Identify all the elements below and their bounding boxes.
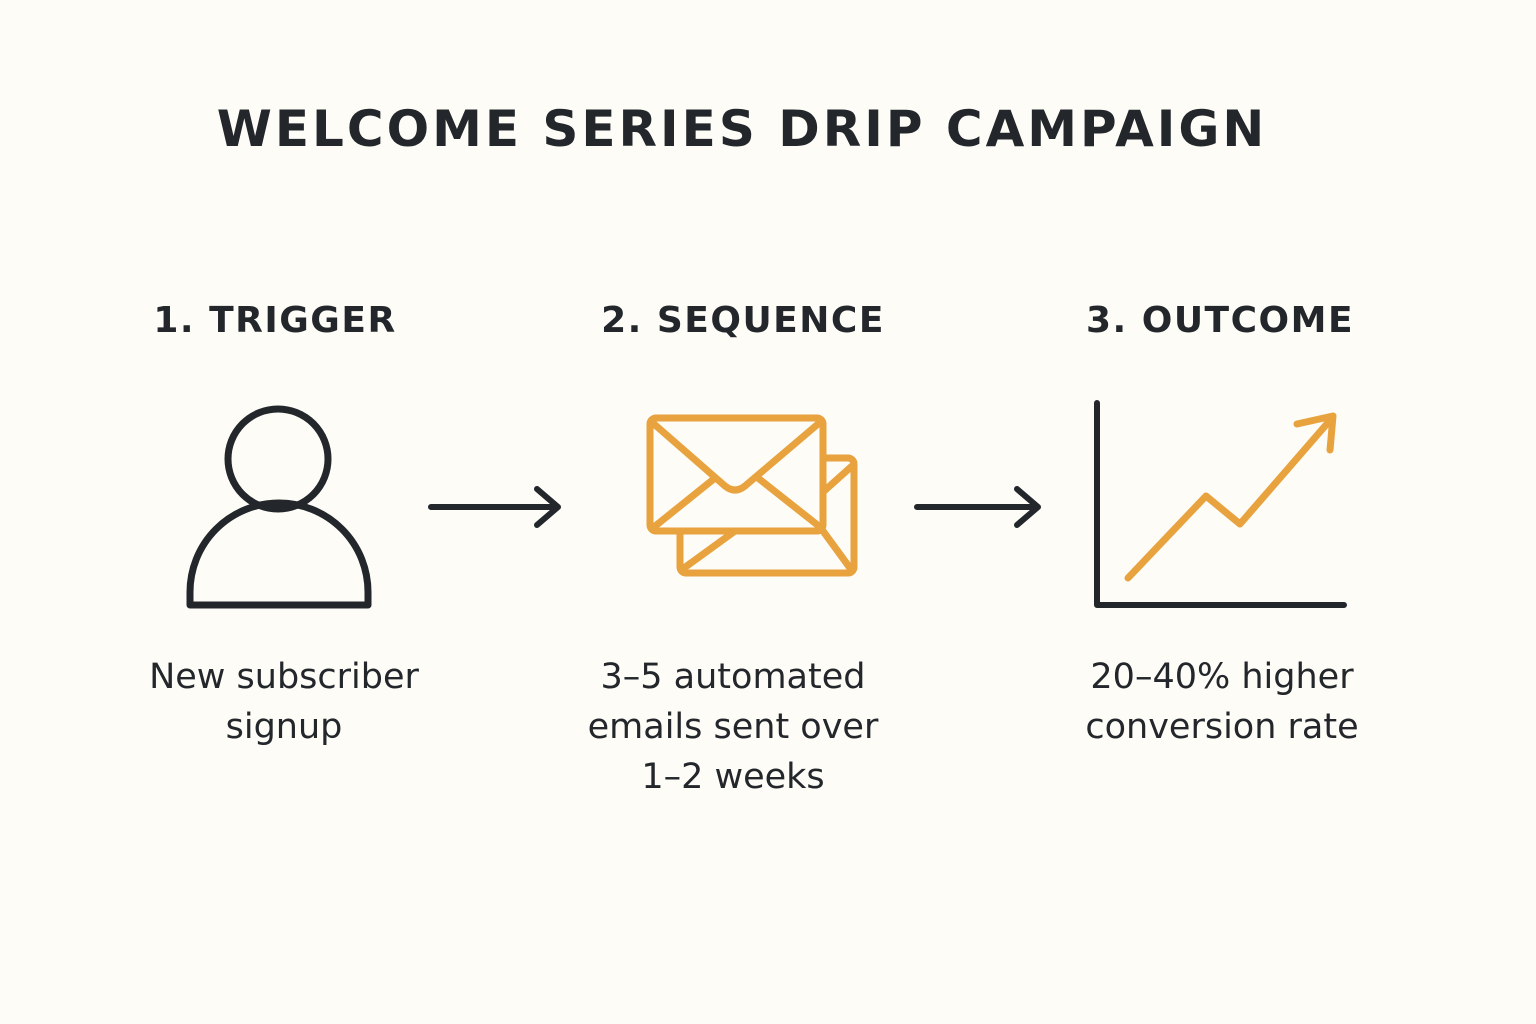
person-icon (186, 405, 372, 609)
page-title: WELCOME SERIES DRIP CAMPAIGN (216, 100, 1268, 158)
step-1-description: New subscriber signup (74, 652, 494, 752)
step-3-heading: 3. OUTCOME (1085, 300, 1355, 341)
step-2-description: 3–5 automated emails sent over 1–2 weeks (523, 652, 943, 802)
step-3-description: 20–40% higher conversion rate (1012, 652, 1432, 752)
desc-line: 20–40% higher (1090, 657, 1354, 697)
step-2-heading: 2. SEQUENCE (601, 300, 885, 341)
desc-line: 1–2 weeks (641, 757, 825, 797)
desc-line: signup (225, 707, 343, 747)
arrow-right-icon (914, 486, 1041, 528)
growth-chart-icon (1094, 400, 1347, 608)
desc-line: emails sent over (587, 707, 879, 747)
step-1-heading: 1. TRIGGER (153, 300, 397, 341)
arrow-right-icon (428, 486, 561, 528)
desc-line: conversion rate (1085, 707, 1359, 747)
envelopes-icon (646, 414, 858, 577)
desc-line: New subscriber (149, 657, 419, 697)
desc-line: 3–5 automated (600, 657, 866, 697)
